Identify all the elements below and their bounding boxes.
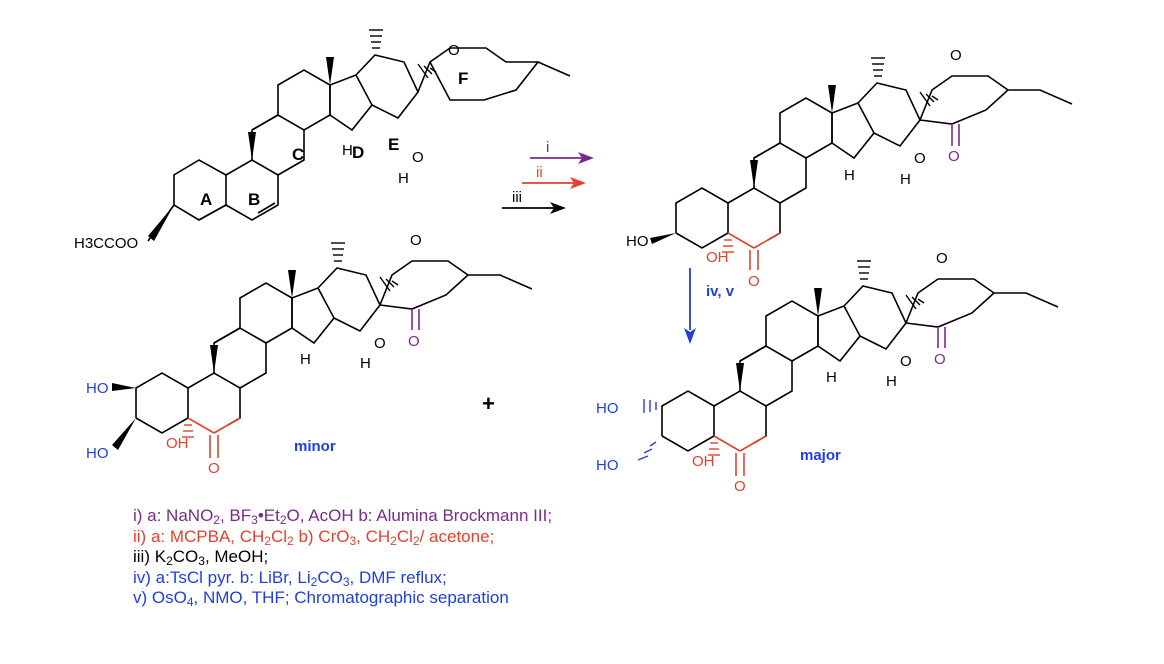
step-arrows: i ii iii	[502, 139, 594, 214]
ring-label-f: F	[458, 69, 468, 88]
ring-label-a: A	[200, 190, 212, 209]
starting-material: A B C D E F H H O O H3CCOO	[74, 29, 571, 252]
h-label: H	[398, 170, 409, 187]
ring-label-d: D	[352, 143, 364, 162]
condition-iv: iv) a:TsCl pyr. b: LiBr, Li2CO3, DMF ref…	[133, 567, 447, 589]
acetate-label: H3CCOO	[74, 235, 138, 252]
step-label-iv-v: iv, v	[706, 283, 735, 300]
step-label-i: i	[546, 139, 549, 156]
minor-product: O O H H O HO HO OH O minor	[86, 232, 533, 477]
step-label-ii: ii	[536, 164, 543, 181]
ketone-o-label: O	[734, 478, 746, 495]
ketone-o-label: O	[748, 273, 760, 290]
o-label: O	[412, 149, 424, 166]
ketone-o-label: O	[208, 460, 220, 477]
condition-i: i) a: NaNO2, BF3•Et2O, AcOH b: Alumina B…	[133, 506, 553, 527]
h-label: H	[300, 351, 311, 368]
condition-ii: ii) a: MCPBA, CH2Cl2 b) CrO3, CH2Cl2/ ac…	[133, 526, 495, 548]
o-label: O	[936, 250, 948, 267]
ketone-o-label: O	[934, 351, 946, 368]
ho-label: HO	[86, 445, 109, 462]
minor-label: minor	[294, 438, 336, 455]
h-label: H	[826, 369, 837, 386]
ring-label-b: B	[248, 190, 260, 209]
oh-label: OH	[692, 453, 715, 470]
o-label: O	[410, 232, 422, 249]
h-label: H	[900, 171, 911, 188]
major-label: major	[800, 447, 841, 464]
oh-label: OH	[166, 435, 189, 452]
intermediate-product: O O H H O HO OH O	[626, 47, 1073, 290]
oh-label: OH	[706, 249, 729, 266]
o-label: O	[448, 42, 460, 59]
step-arrow-iv-v: iv, v	[684, 268, 735, 344]
step-label-iii: iii	[512, 189, 522, 206]
o-label: O	[914, 150, 926, 167]
o-label: O	[900, 353, 912, 370]
h-label: H	[844, 167, 855, 184]
conditions-list: i) a: NaNO2, BF3•Et2O, AcOH b: Alumina B…	[133, 506, 552, 609]
ho-label: HO	[626, 233, 649, 250]
h-label: H	[886, 373, 897, 390]
ho-label: HO	[596, 400, 619, 417]
h-label: H	[342, 142, 353, 159]
plus-sign: +	[482, 391, 495, 416]
ketone-o-label: O	[408, 333, 420, 350]
ketone-o-label: O	[948, 148, 960, 165]
condition-v: v) OsO4, NMO, THF; Chromatographic separ…	[133, 588, 509, 609]
ring-label-e: E	[388, 135, 399, 154]
o-label: O	[374, 335, 386, 352]
major-product: O O H H O HO HO OH O major	[596, 250, 1059, 495]
ring-label-c: C	[292, 145, 304, 164]
h-label: H	[360, 355, 371, 372]
o-label: O	[950, 47, 962, 64]
condition-iii: iii) K2CO3, MeOH;	[133, 547, 269, 568]
ho-label: HO	[596, 457, 619, 474]
ho-label: HO	[86, 380, 109, 397]
